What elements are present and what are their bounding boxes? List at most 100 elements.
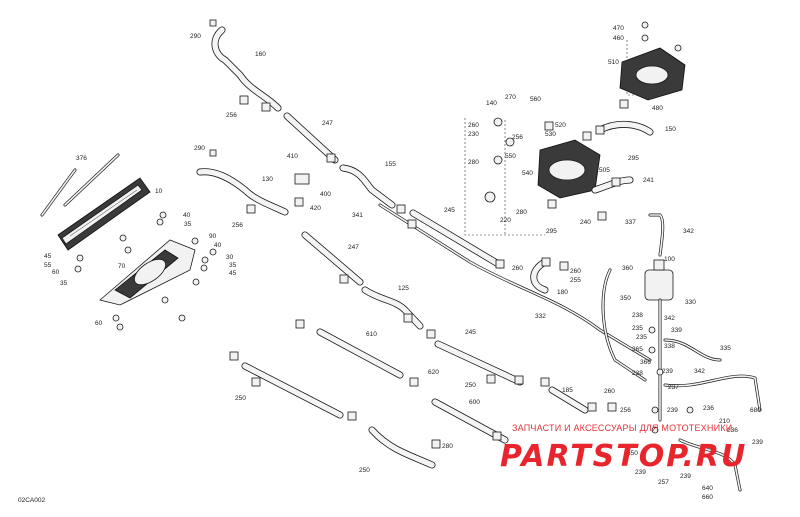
- radiator-assembly: [40, 153, 217, 331]
- callout-290b: 290: [194, 145, 205, 152]
- callout-480: 480: [652, 105, 663, 112]
- callout-220: 220: [500, 217, 511, 224]
- valve-housing-510: [619, 21, 686, 101]
- callout-140: 140: [486, 100, 497, 107]
- callout-100: 100: [664, 256, 675, 263]
- callout-45b: 45: [44, 253, 52, 260]
- callout-280b: 280: [468, 159, 479, 166]
- callout-40b: 40: [214, 242, 222, 249]
- callout-239d: 239: [635, 469, 646, 476]
- coolant-reservoir: [601, 213, 762, 492]
- callout-341: 341: [352, 212, 363, 219]
- watermark-caption: ЗАПЧАСТИ И АКСЕССУАРЫ ДЛЯ МОТОТЕХНИКИ: [512, 423, 732, 433]
- callout-650: 650: [627, 450, 638, 457]
- watermark: ЗАПЧАСТИ И АКСЕССУАРЫ ДЛЯ МОТОТЕХНИКИ PA…: [500, 423, 745, 474]
- callout-45a: 45: [229, 270, 237, 277]
- callout-210: 210: [719, 418, 730, 425]
- callout-295b: 295: [628, 155, 639, 162]
- callout-35a: 35: [184, 221, 192, 228]
- callout-256d: 256: [512, 134, 523, 141]
- callout-560: 560: [530, 96, 541, 103]
- callout-270: 270: [505, 94, 516, 101]
- callout-240: 240: [580, 219, 591, 226]
- callout-245b: 245: [465, 329, 476, 336]
- callout-365: 365: [632, 346, 643, 353]
- pump-housing: [464, 117, 654, 236]
- callout-235b: 235: [636, 334, 647, 341]
- callout-460: 460: [613, 35, 624, 42]
- callout-376: 376: [76, 155, 87, 162]
- callout-237: 237: [668, 384, 679, 391]
- callout-540: 540: [522, 170, 533, 177]
- callout-55: 55: [44, 262, 52, 269]
- callout-350: 350: [620, 295, 631, 302]
- callout-260a: 260: [512, 265, 523, 272]
- callout-342c: 342: [694, 368, 705, 375]
- bracket-400: [294, 173, 310, 185]
- callout-150: 150: [665, 126, 676, 133]
- callout-235a: 235: [632, 325, 643, 332]
- callout-125: 125: [398, 285, 409, 292]
- callout-239c: 239: [752, 439, 763, 446]
- callout-295a: 295: [546, 228, 557, 235]
- callout-40a: 40: [183, 212, 191, 219]
- callout-257: 257: [658, 479, 669, 486]
- callout-610: 610: [366, 331, 377, 338]
- callout-260d: 260: [468, 122, 479, 129]
- callout-60a: 60: [52, 269, 60, 276]
- callout-70: 70: [118, 263, 126, 270]
- callout-247b: 247: [348, 244, 359, 251]
- callout-260c: 260: [604, 388, 615, 395]
- callout-239a: 239: [662, 368, 673, 375]
- callout-420: 420: [310, 205, 321, 212]
- callout-520: 520: [555, 122, 566, 129]
- callout-250a: 250: [465, 382, 476, 389]
- callout-10: 10: [155, 188, 163, 195]
- callout-250-r: 239: [680, 473, 691, 480]
- callout-342a: 342: [683, 228, 694, 235]
- callout-280c: 280: [516, 209, 527, 216]
- callout-35b: 35: [229, 262, 237, 269]
- callout-160: 160: [255, 51, 266, 58]
- callout-410: 410: [287, 153, 298, 160]
- clamps: [209, 19, 629, 449]
- callout-238b: 238: [632, 370, 643, 377]
- callout-256c: 256: [620, 407, 631, 414]
- reservoir-330: [644, 269, 674, 301]
- callout-236b: 236: [727, 427, 738, 434]
- callout-290a: 290: [190, 33, 201, 40]
- callout-660: 660: [702, 494, 713, 501]
- callout-339: 339: [671, 327, 682, 334]
- callout-530: 530: [545, 131, 556, 138]
- callout-256b: 256: [232, 222, 243, 229]
- callout-90: 90: [209, 233, 217, 240]
- callout-400: 400: [320, 191, 331, 198]
- pipe-332: [378, 203, 652, 362]
- callout-155: 155: [385, 161, 396, 168]
- callout-640: 640: [702, 485, 713, 492]
- callout-labels: 290 160 256 247 290 130 410 400 420 155 …: [44, 25, 763, 501]
- callout-260b: 260: [570, 268, 581, 275]
- callout-335: 335: [720, 345, 731, 352]
- callout-366: 366: [640, 359, 651, 366]
- callout-255: 255: [570, 277, 581, 284]
- callout-338: 338: [664, 343, 675, 350]
- callout-600: 600: [469, 399, 480, 406]
- callout-247a: 247: [322, 120, 333, 127]
- callout-30: 30: [226, 254, 234, 261]
- callout-620: 620: [428, 369, 439, 376]
- callout-550: 550: [505, 153, 516, 160]
- callout-250c: 250: [359, 467, 370, 474]
- callout-236a: 236: [703, 405, 714, 412]
- callout-230: 230: [468, 131, 479, 138]
- callout-241: 241: [643, 177, 654, 184]
- callout-256a: 256: [226, 112, 237, 119]
- callout-330: 330: [685, 299, 696, 306]
- callout-510: 510: [608, 59, 619, 66]
- callout-60b: 60: [95, 320, 103, 327]
- callout-180: 180: [557, 289, 568, 296]
- callout-130: 130: [262, 176, 273, 183]
- callout-280a: 280: [442, 443, 453, 450]
- callout-35c: 35: [60, 280, 68, 287]
